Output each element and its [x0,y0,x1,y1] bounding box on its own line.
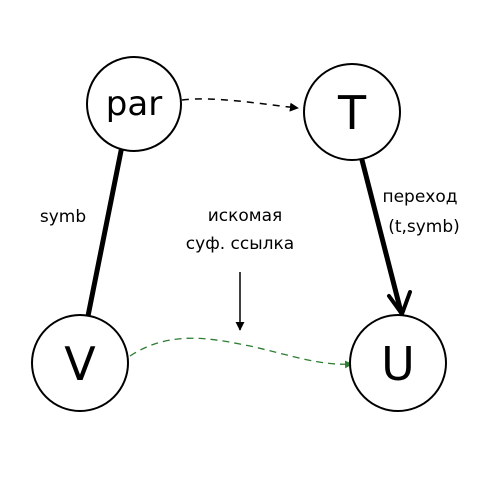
node-t: T [303,63,401,161]
node-v: V [31,314,129,412]
edge-par-t-dashed [181,98,299,112]
edge-t-u-label-line1: переход [382,187,457,207]
suffix-link-v-u [129,337,353,369]
edge-par-v-label: symb [40,207,86,227]
node-u: U [349,314,447,412]
annotation-line2: суф. ссылка [186,234,294,254]
node-t-label: T [337,86,367,140]
node-u-label: U [381,337,415,391]
edge-t-u-arrowhead [387,290,412,316]
node-v-label: V [64,337,96,391]
edge-par-v [85,143,125,319]
edge-t-u [359,157,404,315]
edge-t-u-label-line2: (t,symb) [388,217,460,237]
node-par-label: par [106,84,162,124]
node-par: par [86,56,182,152]
annotation-line1: искомая [208,206,283,226]
